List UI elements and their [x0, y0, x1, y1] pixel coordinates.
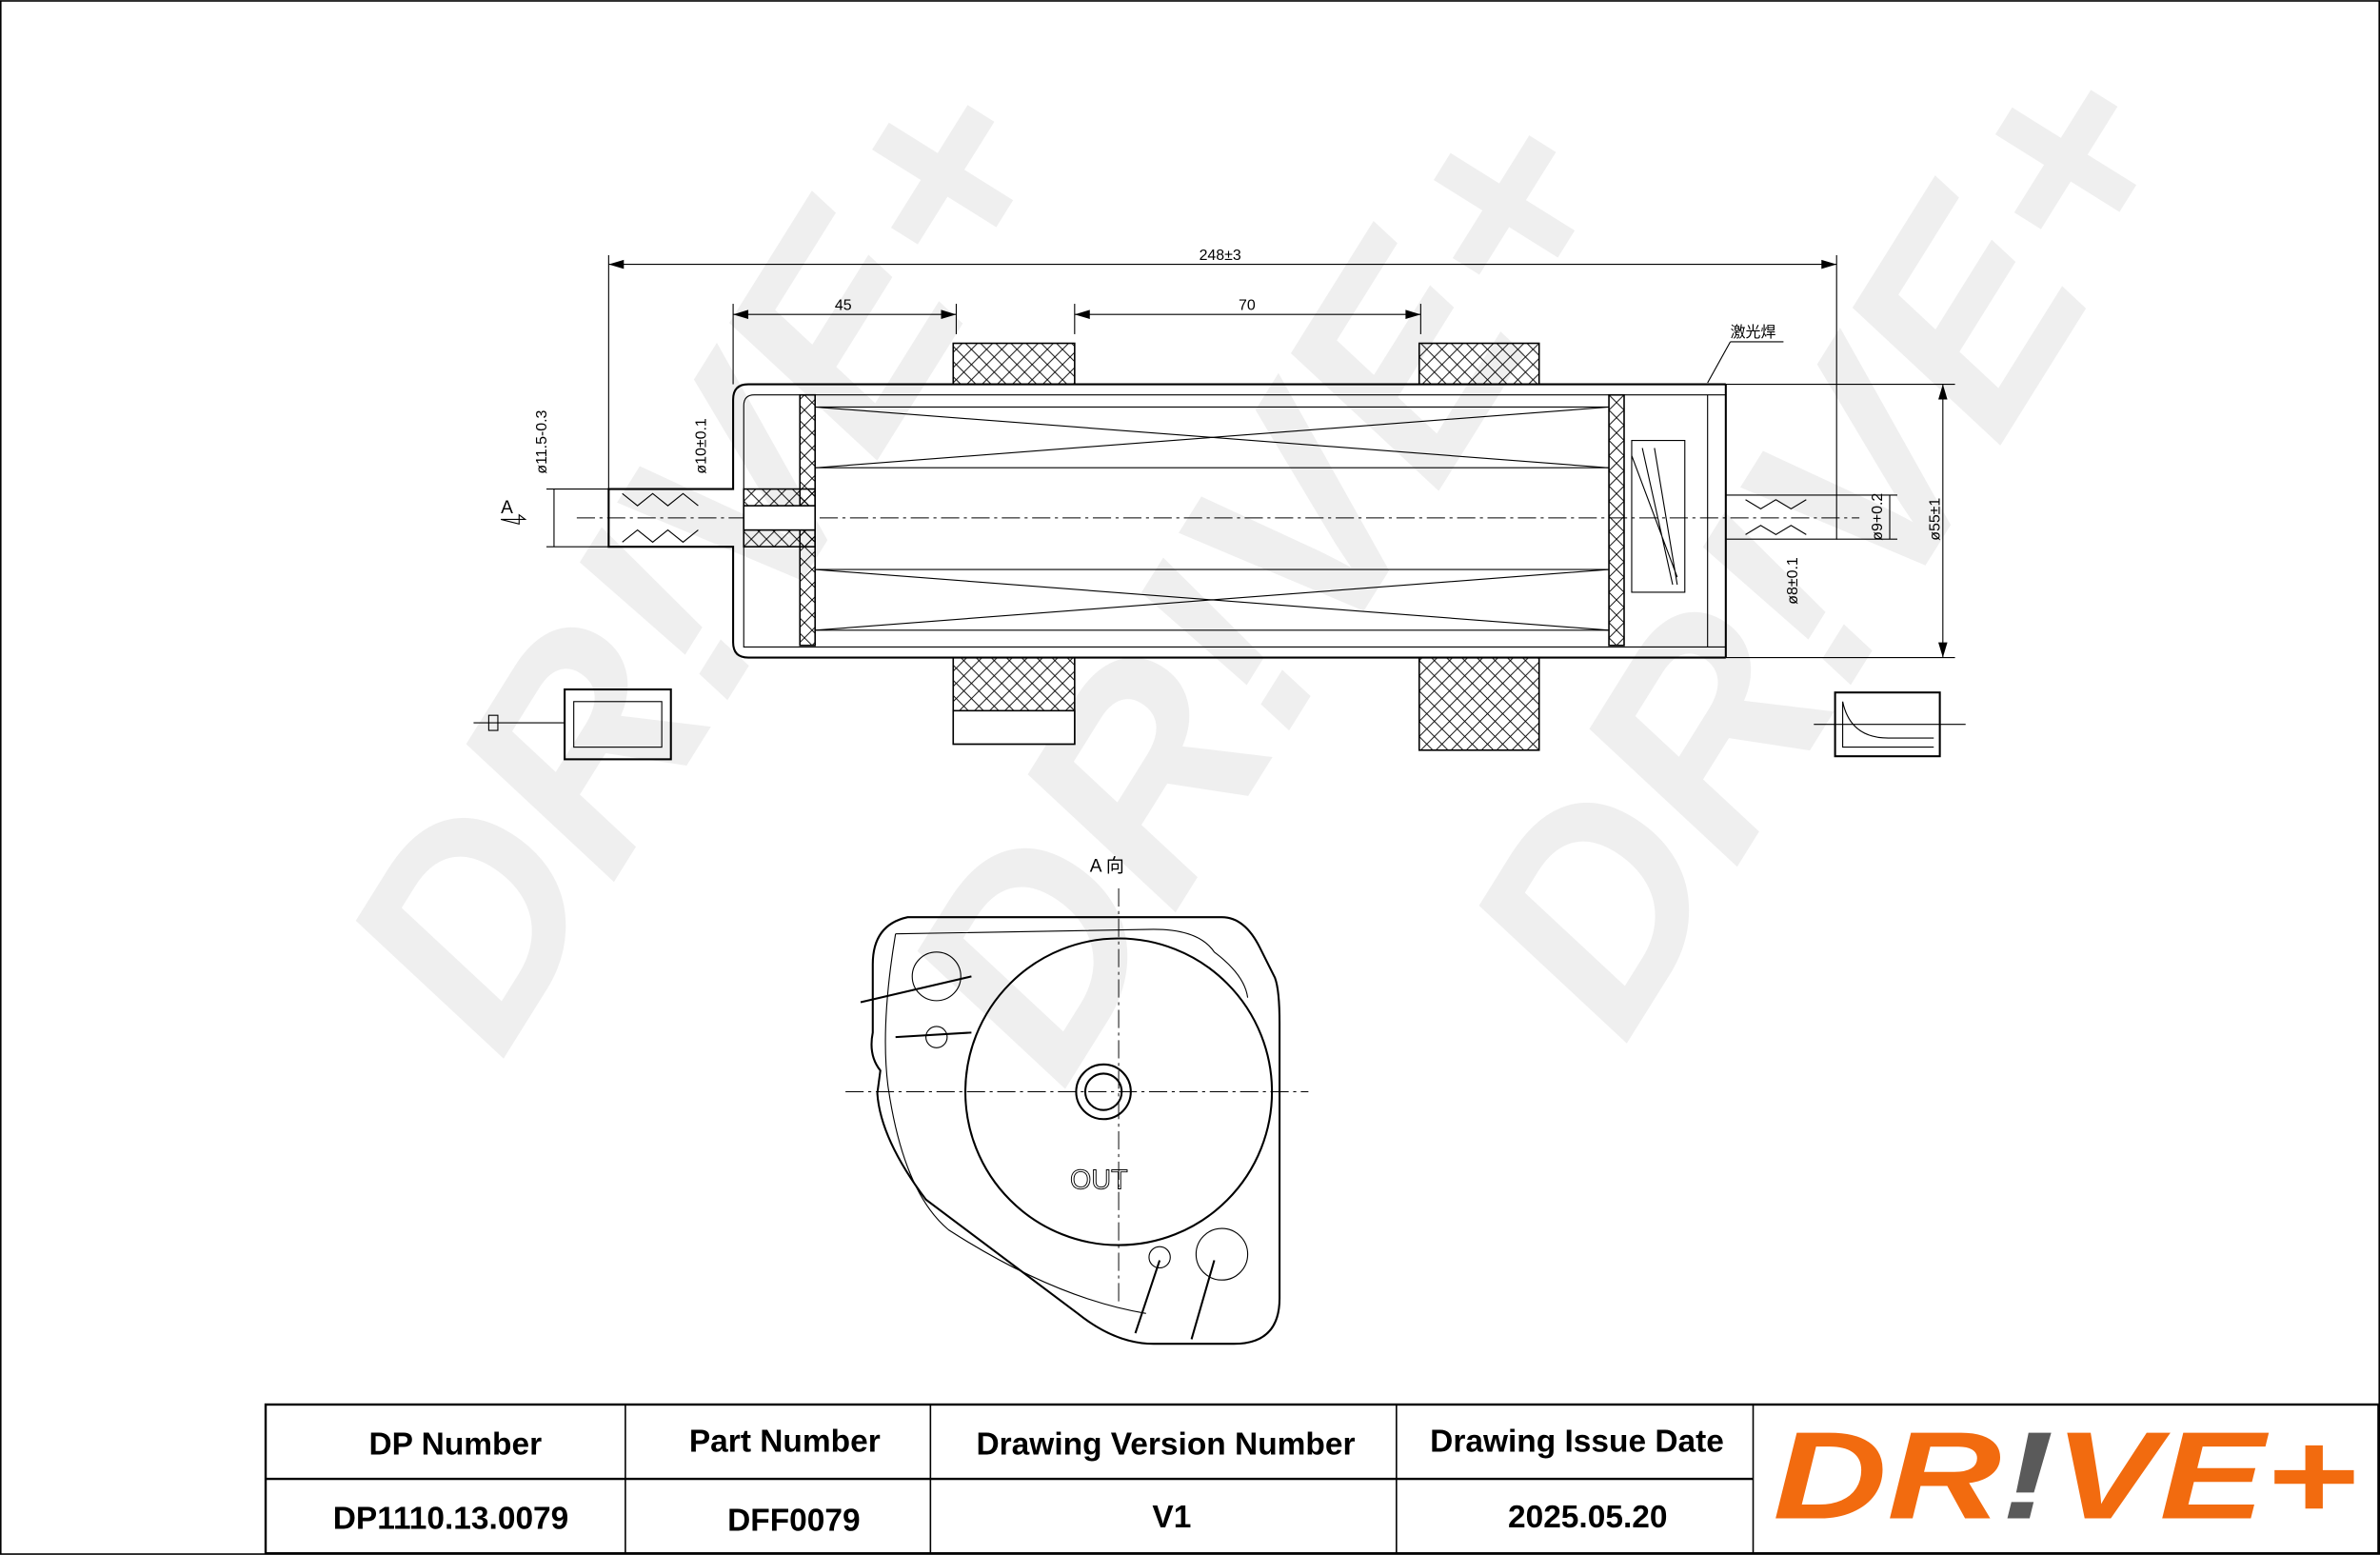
- end-view-title: A 向: [1090, 855, 1124, 876]
- filter-side-view: [576, 342, 1860, 751]
- drive-logo: DR!VE+: [1773, 1406, 2357, 1545]
- dimension-lines: [545, 255, 1955, 659]
- clip-detail-right: [1814, 691, 1966, 758]
- dim-overall-length: 248±3: [1200, 248, 1241, 264]
- outlet-label: OUT: [1070, 1166, 1128, 1196]
- dim-bracket-spacing: 70: [1239, 297, 1256, 313]
- value-issue-date: 2025.05.20: [1508, 1500, 1668, 1535]
- header-dp-number: DP Number: [368, 1427, 542, 1463]
- dim-inlet-diameter: ø11.5-0.3: [534, 409, 550, 473]
- watermark: DR!VE+ DR!VE+ DR!VE+: [281, 6, 2242, 1126]
- value-part-number: DFF0079: [727, 1503, 861, 1538]
- dim-body-diameter: ø55±1: [1928, 498, 1944, 541]
- title-block: [264, 1403, 2380, 1555]
- dim-offset-left: 45: [835, 297, 852, 313]
- header-issue-date: Drawing Issue Date: [1430, 1424, 1724, 1459]
- header-part-number: Part Number: [689, 1424, 881, 1459]
- value-drawing-version: V1: [1152, 1500, 1191, 1535]
- value-dp-number: DP1110.13.0079: [333, 1502, 569, 1537]
- svg-text:DR!VE+: DR!VE+: [1773, 1406, 2357, 1545]
- view-arrow-icon: [501, 513, 527, 525]
- header-drawing-version: Drawing Version Number: [976, 1427, 1355, 1463]
- view-marker: A: [501, 498, 513, 518]
- dim-inner-diameter-right: ø8±0.1: [1785, 557, 1801, 605]
- dim-outlet-diameter: ø9+0.2: [1870, 493, 1886, 541]
- clip-detail-left: [473, 688, 672, 761]
- weld-note: 激光焊: [1731, 324, 1776, 341]
- filter-end-view: [845, 887, 1309, 1346]
- dim-inner-diameter-left: ø10±0.1: [693, 418, 709, 474]
